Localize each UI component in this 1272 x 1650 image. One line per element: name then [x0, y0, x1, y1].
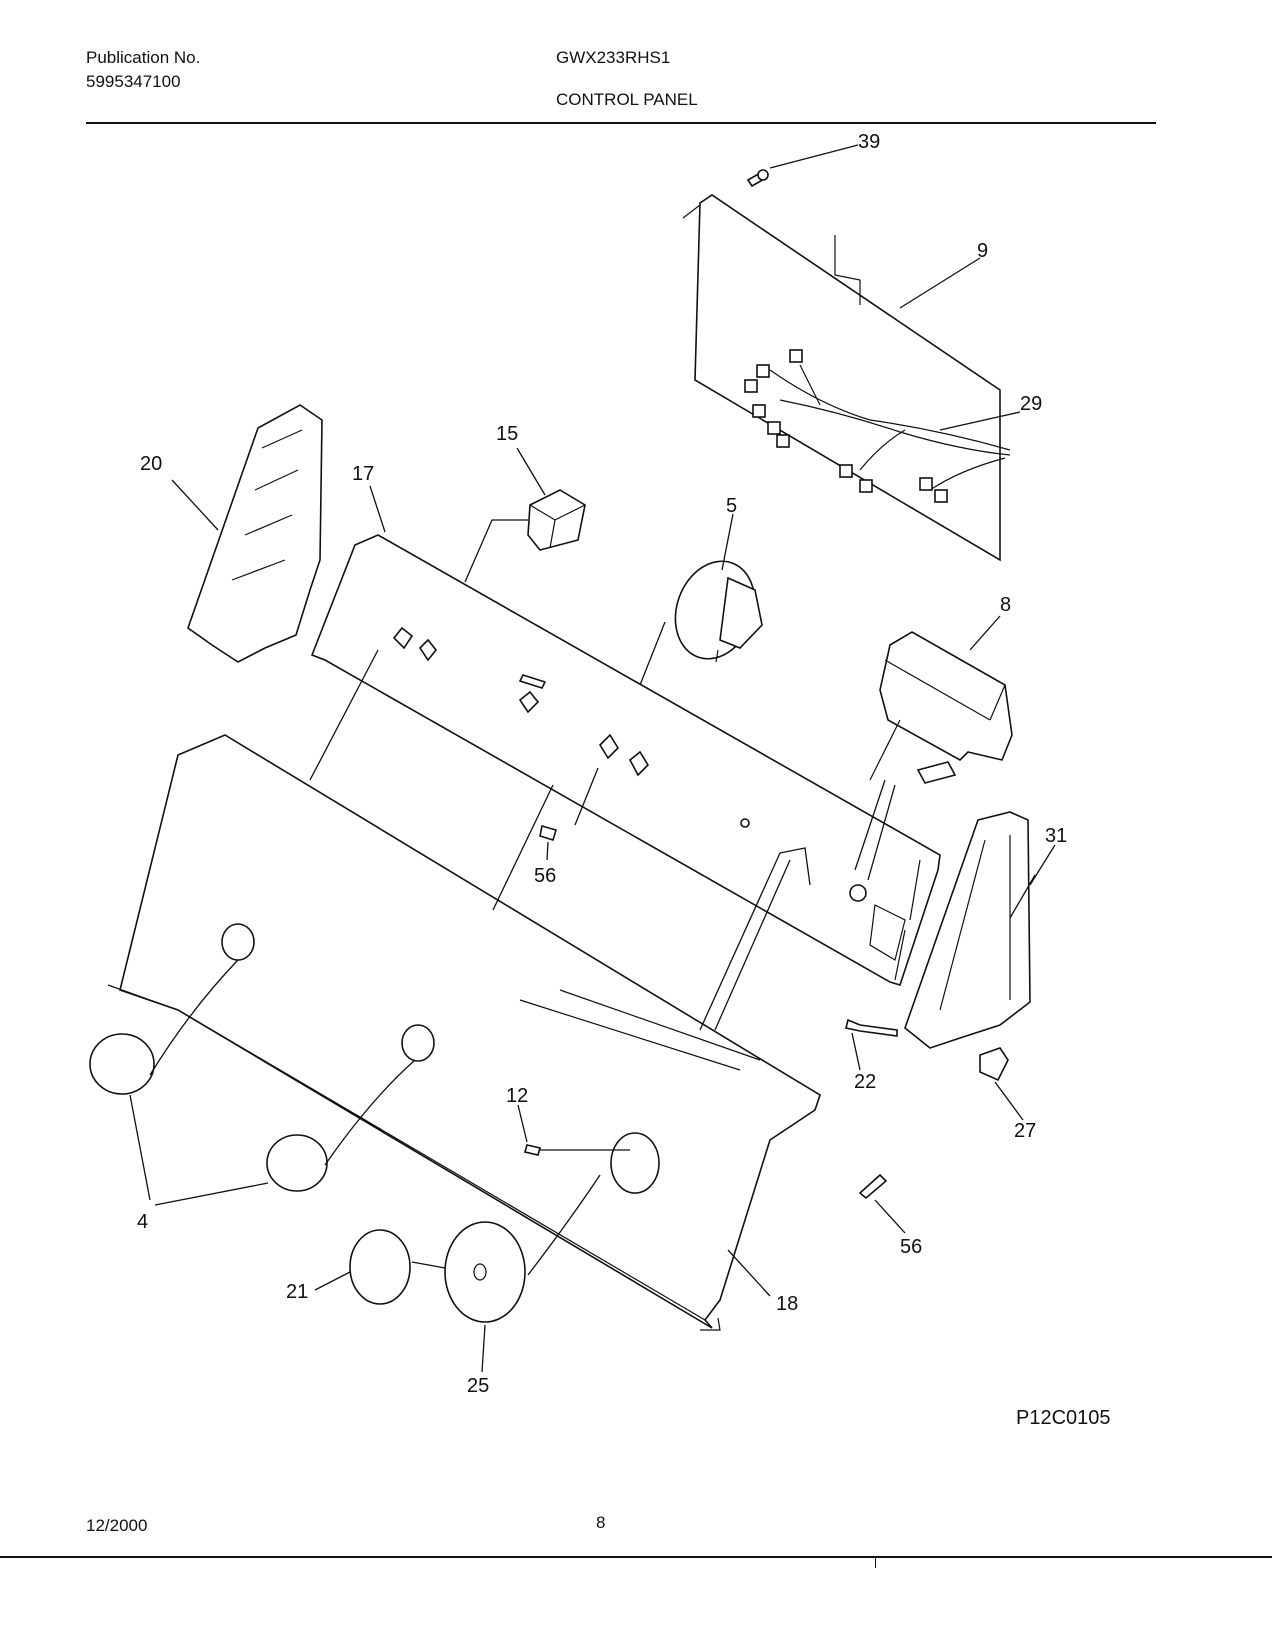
callout-20: 20 — [140, 453, 162, 475]
wire-harness-part — [744, 349, 1011, 503]
callout-5: 5 — [726, 495, 737, 517]
page-number: 8 — [596, 1513, 606, 1532]
knob-12-part — [610, 1132, 660, 1194]
knob-25-part — [444, 1221, 526, 1323]
callout-56-upper: 56 — [534, 865, 556, 887]
control-panel-frame-part — [310, 534, 941, 986]
callout-56-lower: 56 — [900, 1236, 922, 1258]
callout-18: 18 — [776, 1293, 798, 1315]
left-end-cap-part — [187, 404, 323, 663]
footer-tick — [875, 1558, 876, 1568]
rear-panel-part — [682, 194, 1001, 562]
clip-27-part — [979, 1047, 1009, 1082]
screw-39-part — [746, 169, 769, 188]
footer-rule — [0, 1556, 1272, 1558]
callout-25: 25 — [467, 1375, 489, 1397]
figure-code: P12C0105 — [1016, 1407, 1111, 1429]
knob-21-part — [349, 1229, 411, 1305]
section-title: CONTROL PANEL — [556, 90, 698, 109]
knob-4a-part — [89, 923, 255, 1095]
screw-22-part — [845, 1018, 898, 1037]
screw-56-upper-part — [539, 824, 557, 842]
callout-17: 17 — [352, 463, 374, 485]
switch-15-part — [527, 489, 586, 551]
callout-29: 29 — [1020, 393, 1042, 415]
publication-label: Publication No. — [86, 48, 201, 67]
timer-8-part — [869, 631, 1013, 784]
callout-12: 12 — [506, 1085, 528, 1107]
screw-56-lower-part — [858, 1173, 888, 1200]
callout-8: 8 — [1000, 594, 1011, 616]
callout-4: 4 — [137, 1211, 148, 1233]
screw-12-part — [523, 1144, 542, 1156]
callout-31: 31 — [1045, 825, 1067, 847]
callout-27: 27 — [1014, 1120, 1036, 1142]
callout-21: 21 — [286, 1281, 308, 1303]
header-rule — [86, 122, 1156, 124]
footer-date: 12/2000 — [86, 1516, 148, 1535]
leader-lines — [129, 144, 1056, 1373]
publication-number: 5995347100 — [86, 72, 181, 91]
callout-9: 9 — [977, 240, 988, 262]
callout-22: 22 — [854, 1071, 876, 1093]
callout-39: 39 — [858, 131, 880, 153]
callout-15: 15 — [496, 423, 518, 445]
control-5-part — [674, 560, 763, 663]
model-number: GWX233RHS1 — [556, 48, 671, 67]
